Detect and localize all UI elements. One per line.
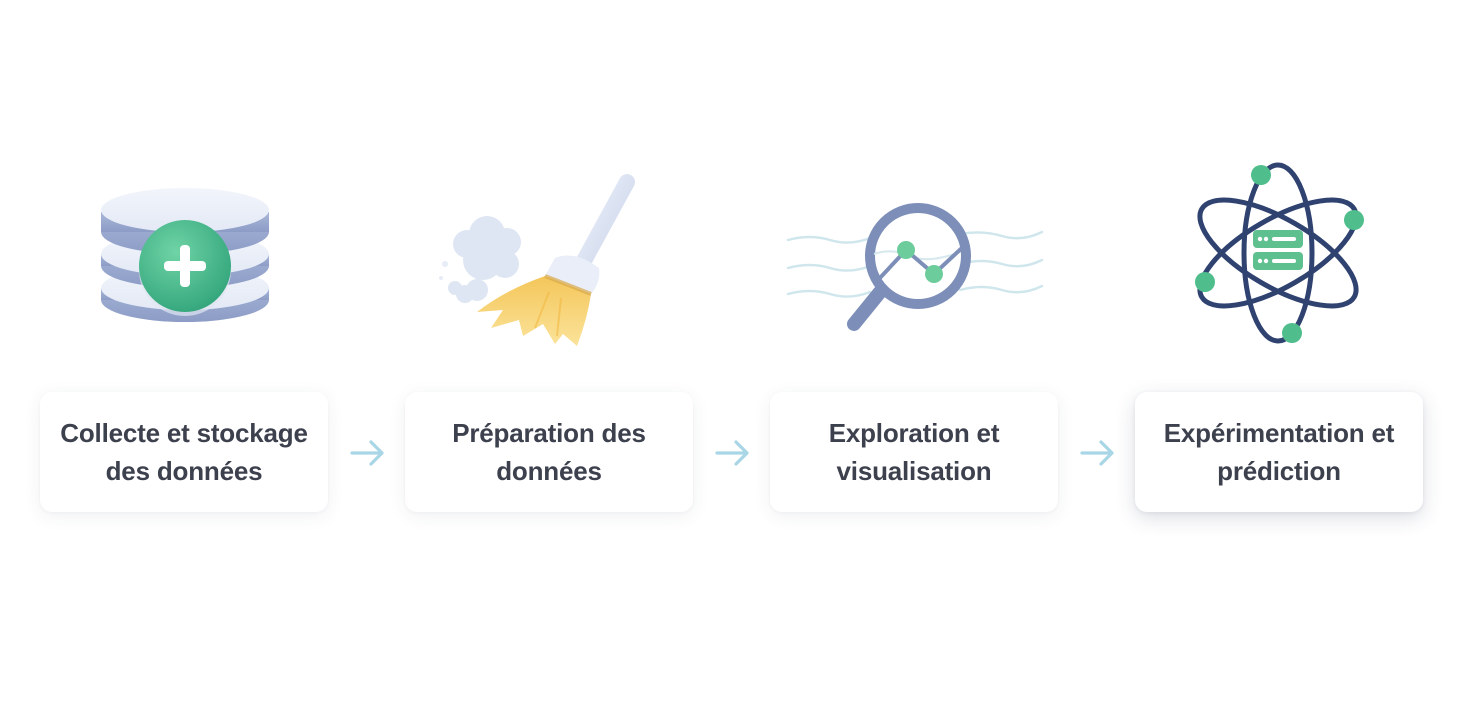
arrow-right-icon [1078, 436, 1118, 470]
arrow-right-icon [348, 436, 388, 470]
arrow-right-icon [713, 436, 753, 470]
step-card: Collecte et stockage des données [40, 392, 328, 512]
broom-icon [405, 160, 693, 360]
database-add-icon [40, 160, 328, 360]
step-label: Préparation des données [452, 414, 646, 490]
step-experiment: Expérimentation et prédiction [1135, 160, 1423, 520]
step-label-line: prédiction [1217, 456, 1341, 486]
step-collect-store: Collecte et stockage des données [40, 160, 328, 520]
step-label: Expérimentation et prédiction [1163, 414, 1395, 490]
step-label-line: Préparation des [452, 418, 646, 448]
step-label: Collecte et stockage des données [60, 414, 308, 490]
step-label-line: données [496, 456, 602, 486]
step-card: Expérimentation et prédiction [1135, 392, 1423, 512]
step-prepare: Préparation des données [405, 160, 693, 520]
step-label-line: Collecte et stockage [60, 418, 308, 448]
step-label-line: Expérimentation et [1163, 418, 1395, 448]
step-label-line: visualisation [836, 456, 992, 486]
magnifier-chart-icon [770, 160, 1058, 360]
step-label-line: Exploration et [828, 418, 1000, 448]
step-card: Exploration et visualisation [770, 392, 1058, 512]
step-explore: Exploration et visualisation [770, 160, 1058, 520]
atom-server-icon [1135, 160, 1423, 360]
step-label-line: des données [105, 456, 263, 486]
step-label: Exploration et visualisation [829, 414, 1000, 490]
step-card: Préparation des données [405, 392, 693, 512]
